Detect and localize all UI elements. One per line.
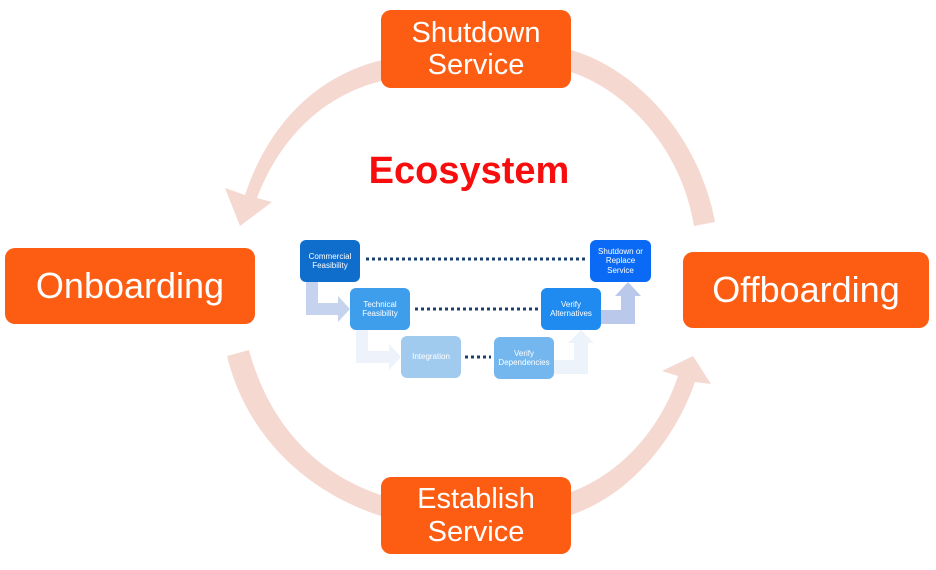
step-arrow-dependencies-to-alternatives	[554, 330, 594, 374]
arc-arrow-top-left	[225, 60, 386, 226]
stage-offboarding: Offboarding	[683, 252, 929, 328]
diagram-title: Ecosystem	[368, 150, 570, 192]
arc-top-right	[571, 50, 715, 226]
step-verify-alternatives: Verify Alternatives	[541, 288, 601, 330]
stage-establish-service-label: Establish Service	[417, 483, 535, 548]
step-integration: Integration	[401, 336, 461, 378]
stage-shutdown-service-label: Shutdown Service	[411, 16, 541, 81]
stage-establish-service: Establish Service	[381, 477, 571, 554]
step-verify-dependencies: Verify Dependencies	[494, 337, 554, 379]
step-technical-feasibility: Technical Feasibility	[350, 288, 410, 330]
stage-onboarding-label: Onboarding	[35, 264, 225, 306]
arc-bottom-left	[227, 350, 381, 516]
stage-onboarding: Onboarding	[5, 248, 255, 324]
step-commercial-feasibility: Commercial Feasibility	[300, 240, 360, 282]
step-arrow-alternatives-to-shutdown	[601, 282, 641, 324]
step-arrow-technical-to-integration	[356, 330, 401, 370]
step-shutdown-or-replace-service: Shutdown or Replace Service	[590, 240, 651, 282]
stage-offboarding-label: Offboarding	[712, 268, 900, 310]
step-arrow-commercial-to-technical	[306, 282, 350, 322]
stage-shutdown-service: Shutdown Service	[381, 10, 571, 88]
arc-arrow-bottom-right	[571, 356, 711, 515]
